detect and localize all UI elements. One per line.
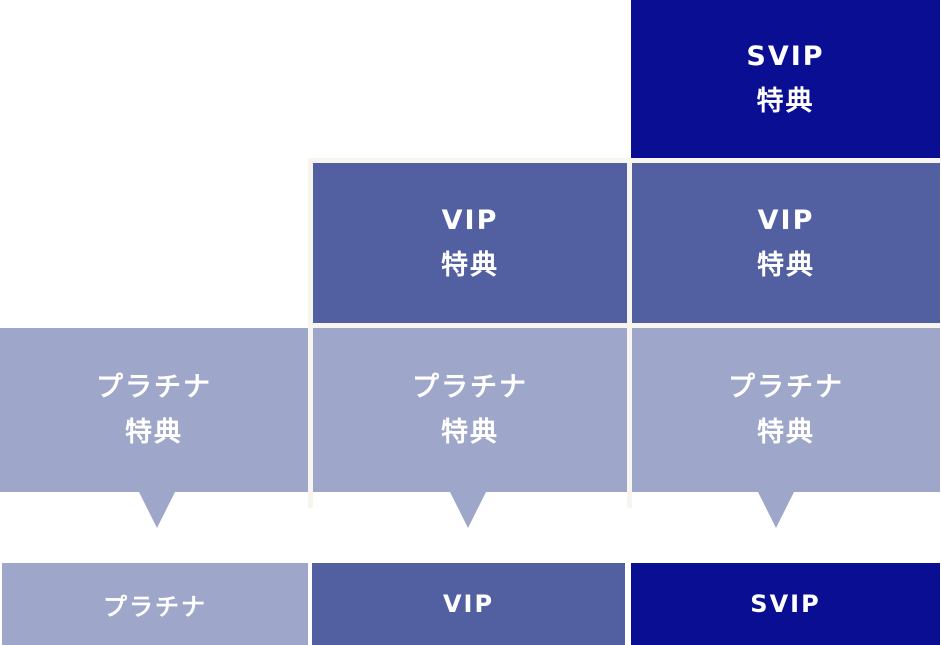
benefit-label: 特典	[756, 86, 815, 117]
separator	[308, 158, 313, 508]
pointer-arrow-icon	[139, 492, 175, 528]
pointer-arrow-icon	[758, 492, 794, 528]
tier-name: プラチナ	[96, 372, 212, 403]
benefit-label: 特典	[125, 417, 183, 448]
vip-benefit-cell: VIP 特典	[313, 163, 627, 323]
tier-name: プラチナ	[728, 372, 844, 403]
benefit-label: 特典	[757, 250, 815, 281]
separator	[627, 158, 632, 508]
benefit-label: 特典	[441, 417, 499, 448]
benefit-label: 特典	[757, 417, 815, 448]
benefit-label: 特典	[441, 250, 499, 281]
tier-name: SVIP	[746, 41, 825, 72]
platinum-benefit-cell: プラチナ 特典	[632, 328, 940, 492]
platinum-tier-label: プラチナ	[2, 563, 308, 645]
platinum-benefit-cell: プラチナ 特典	[0, 328, 308, 492]
separator	[308, 323, 940, 328]
vip-tier-label: VIP	[312, 563, 625, 645]
svip-benefit-cell: SVIP 特典	[631, 0, 940, 158]
svip-tier-label: SVIP	[631, 563, 940, 645]
tier-name: VIP	[757, 205, 815, 236]
vip-benefit-cell: VIP 特典	[632, 163, 940, 323]
tier-name: プラチナ	[412, 372, 528, 403]
platinum-benefit-cell: プラチナ 特典	[313, 328, 627, 492]
tier-name: VIP	[441, 205, 499, 236]
separator	[308, 158, 940, 163]
pointer-arrow-icon	[450, 492, 486, 528]
